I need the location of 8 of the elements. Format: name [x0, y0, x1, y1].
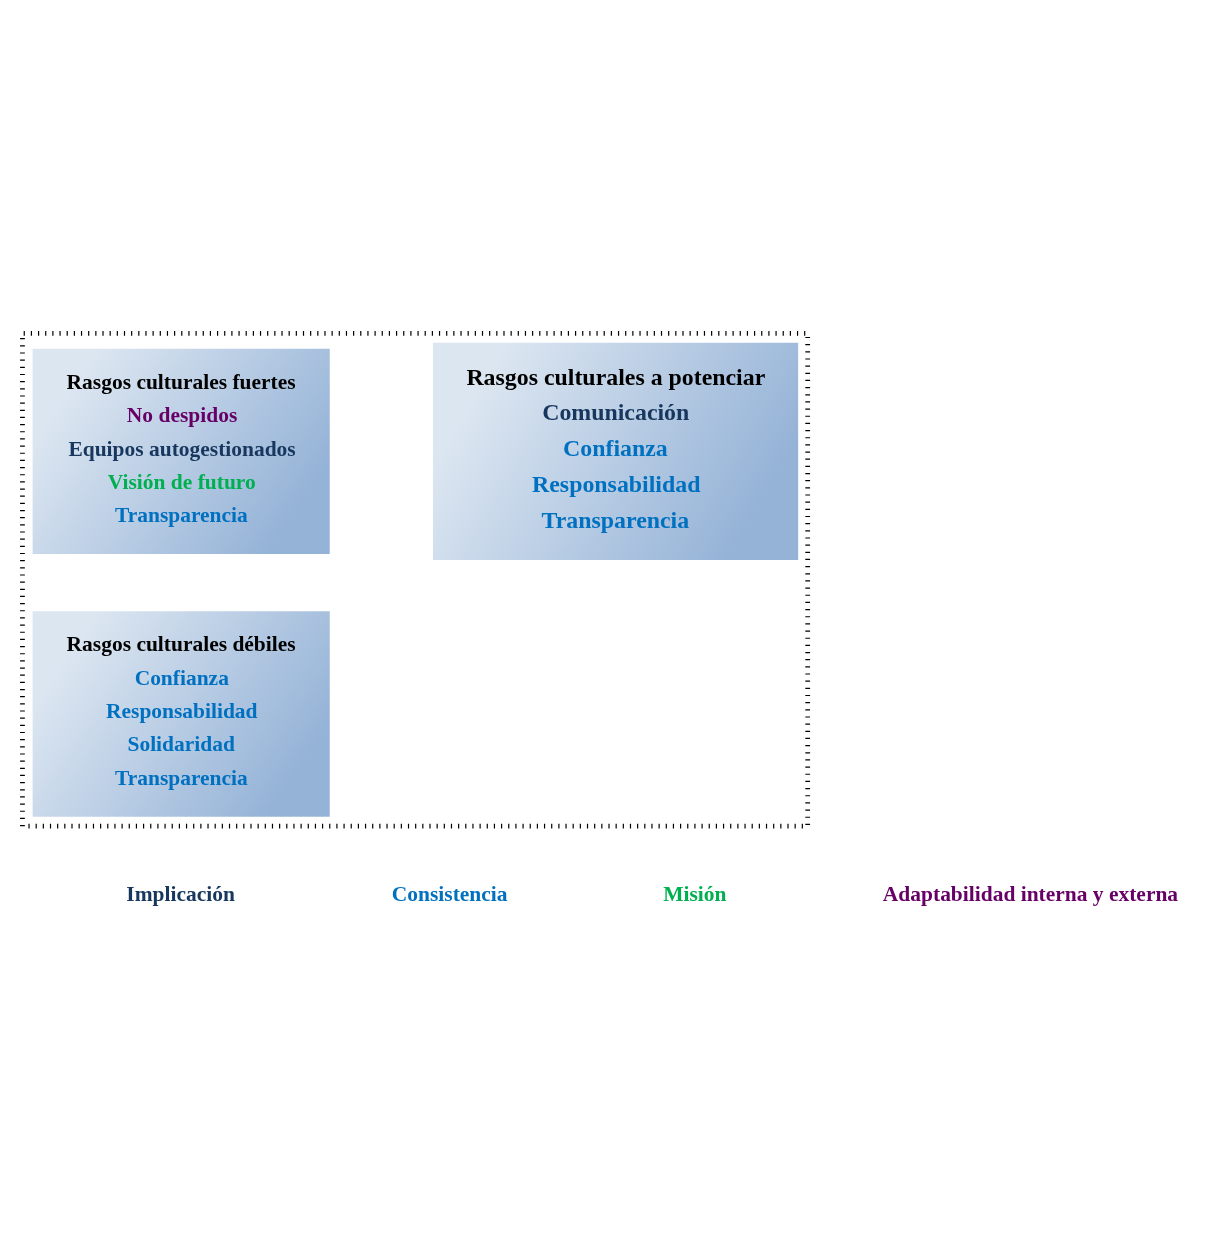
node-box: Rasgos culturales fuertes No despidos Equipos autogestionados Visión de futuro Transparencia [32, 348, 330, 554]
legend-label: Consistencia [391, 881, 508, 906]
node-box: Rasgos culturales débiles Confianza Responsabilidad Solidaridad Transparencia [32, 610, 330, 817]
legend-label: Implicación [126, 881, 235, 906]
cluster [20, 330, 811, 829]
legend-label: Misión [663, 881, 727, 906]
legend-label: Adaptabilidad interna y externa [882, 881, 1179, 906]
node-box: Rasgos culturales a potenciar Comunicación Confianza Responsabilidad Transparencia [433, 342, 799, 560]
